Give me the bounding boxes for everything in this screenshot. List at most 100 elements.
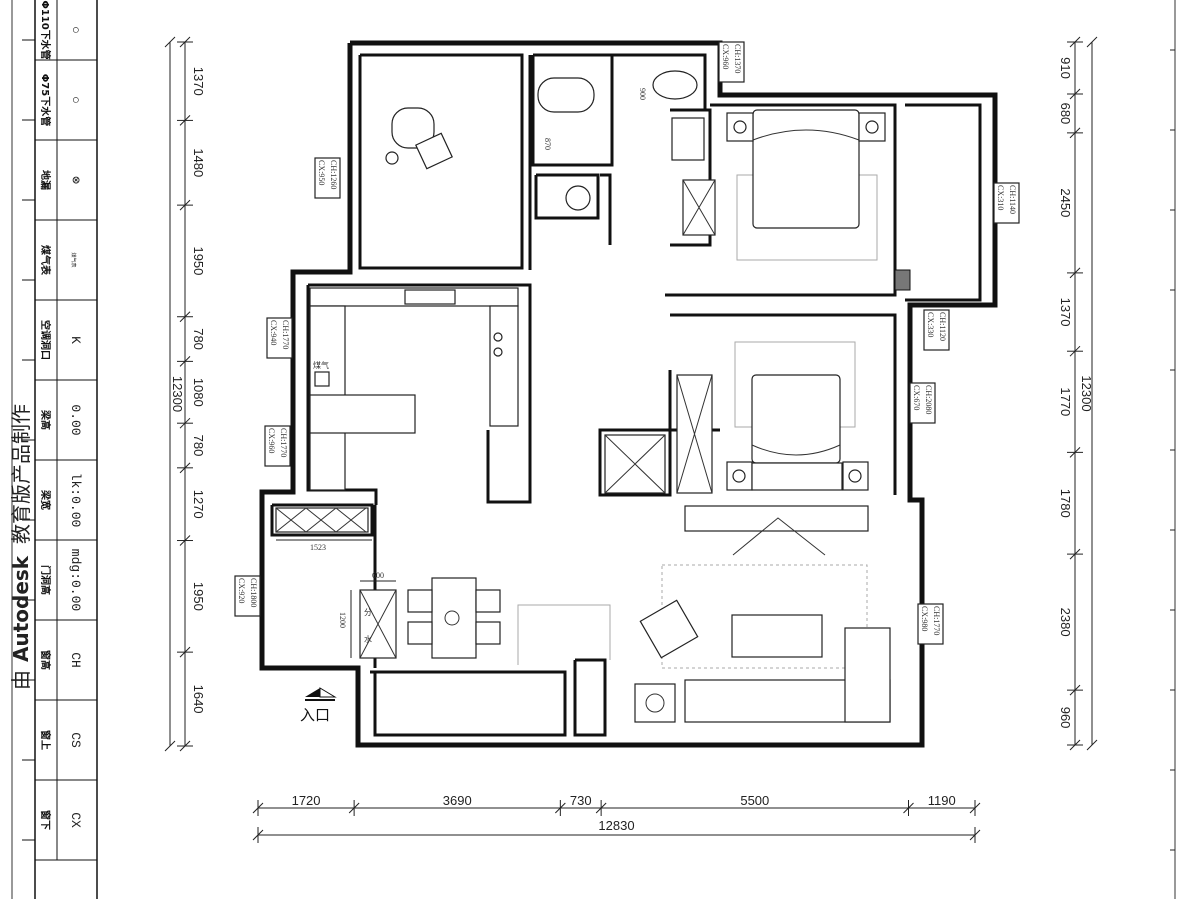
window-ch: CH:1140 <box>1008 185 1017 214</box>
dining-chair <box>475 621 501 645</box>
legend-label: 煤气表 <box>39 245 52 276</box>
legend-label: 空调洞口 <box>39 320 52 360</box>
legend-label: 窗下 <box>39 810 52 830</box>
washing-machine <box>565 185 591 211</box>
right-dim-segment-label: 910 <box>1058 57 1073 79</box>
legend-symbol: CH <box>68 652 83 668</box>
window-ch: CH:1800 <box>249 578 258 607</box>
left-dim-segment-label: 1640 <box>191 685 206 714</box>
legend-label: 门洞高 <box>39 565 52 595</box>
sink <box>404 289 456 305</box>
left-dim-segment-label: 780 <box>191 328 206 350</box>
window-ch: CH:1770 <box>932 606 941 635</box>
window-cx: CX:960 <box>721 44 730 69</box>
window-cx: CX:940 <box>269 320 278 345</box>
watermark-left: 由 Autodesk 教育版产品制作 <box>9 404 33 690</box>
right-dim-segment-label: 2450 <box>1058 188 1073 217</box>
legend-symbol: CS <box>68 732 83 748</box>
right-dim-segment-label: 1370 <box>1058 298 1073 327</box>
bottom-dim-segment-label: 730 <box>570 793 592 808</box>
legend-symbol: ⊗ <box>68 176 83 184</box>
legend-label: 梁宽 <box>39 489 52 510</box>
water-divider-2: 水 <box>364 634 372 644</box>
coffee-table <box>731 614 823 658</box>
cabinet-width: 1523 <box>310 543 326 552</box>
left-dim-segment-label: 1270 <box>191 490 206 519</box>
window-ch: CH:1370 <box>733 44 742 73</box>
dining-chair <box>407 589 433 613</box>
window-ch: CH:1120 <box>938 312 947 341</box>
toilet-dim: 900 <box>638 88 647 100</box>
right-dim-segment-label: 1770 <box>1058 387 1073 416</box>
legend-label: 窗高 <box>39 650 52 670</box>
window-ch: CH:1260 <box>329 160 338 189</box>
left-dim-segment-label: 780 <box>191 435 206 457</box>
dining-chair <box>407 621 433 645</box>
legend-symbol: ○ <box>68 96 83 104</box>
legend-label: 梁高 <box>39 409 52 430</box>
right-dim-segment-label: 680 <box>1058 103 1073 125</box>
sofa-chaise <box>844 627 891 723</box>
gas-meter-label: 煤气 <box>313 360 329 370</box>
window-cx: CX:310 <box>996 185 1005 210</box>
kitchen-island <box>309 394 416 434</box>
window-ch: CH:1770 <box>279 428 288 457</box>
window-cx: CX:920 <box>237 578 246 603</box>
legend-symbol: CX <box>68 812 83 828</box>
window-ch: CH:2080 <box>924 385 933 414</box>
kitchen-right-counter <box>489 305 519 427</box>
window-cx: CX:980 <box>920 606 929 631</box>
legend-symbol: ○ <box>68 26 83 34</box>
master-bed <box>752 109 860 229</box>
shower-dim: 870 <box>543 138 552 150</box>
bottom-dim-segment-label: 5500 <box>740 793 769 808</box>
toilet <box>652 70 698 100</box>
left-dim-total-label: 12300 <box>170 376 185 412</box>
legend-symbol: K <box>68 336 83 344</box>
window-cx: CX:330 <box>926 312 935 337</box>
bottom-dim-segment-label: 3690 <box>443 793 472 808</box>
lounge-chair <box>639 599 699 659</box>
dining-chair <box>475 589 501 613</box>
furniture: 900 870 煤气 1523 600 <box>275 70 911 723</box>
bottom-dim-total-label: 12830 <box>598 818 634 833</box>
legend-symbol: lk:0.00 <box>68 473 83 528</box>
bottom-dim-segment-label: 1190 <box>928 793 956 808</box>
exterior-walls <box>259 40 998 748</box>
left-dim-segment-label: 1370 <box>191 67 206 96</box>
watermark-brand: Autodesk <box>9 555 33 662</box>
left-dim-segment-label: 1950 <box>191 246 206 275</box>
gas-meter <box>314 371 330 387</box>
right-dim-segment-label: 2380 <box>1058 608 1073 637</box>
dimension-lines: 1370148019507801080780127019501640123009… <box>164 36 1098 843</box>
window-labels: CH:1260CX:950CH:1370CX:960CH:1140CX:310C… <box>234 41 1020 645</box>
legend-symbol: 0.00 <box>68 404 83 435</box>
right-dim-segment-label: 1780 <box>1058 489 1073 518</box>
right-dim-total-label: 12300 <box>1079 375 1094 411</box>
armchair-study <box>391 107 435 149</box>
entrance-label: 入口 <box>300 706 330 724</box>
legend-symbol: 煤气表 <box>70 252 77 267</box>
side-table <box>634 683 676 723</box>
bathtub <box>537 77 595 113</box>
watermark-suffix: 教育版产品制作 <box>9 404 33 544</box>
shoe-cab-width: 600 <box>372 571 384 580</box>
window-cx: CX:950 <box>317 160 326 185</box>
tv-cabinet <box>684 505 869 532</box>
left-dim-segment-label: 1950 <box>191 582 206 611</box>
water-divider-1: 分 <box>364 608 372 617</box>
shoe-cab-height: 1200 <box>338 612 347 628</box>
bottom-dim-segment-label: 1720 <box>292 793 321 808</box>
legend-label: 窗上 <box>39 730 52 750</box>
legend-label: Φ75下水管 <box>39 74 52 126</box>
entry-cabinet <box>275 507 369 533</box>
